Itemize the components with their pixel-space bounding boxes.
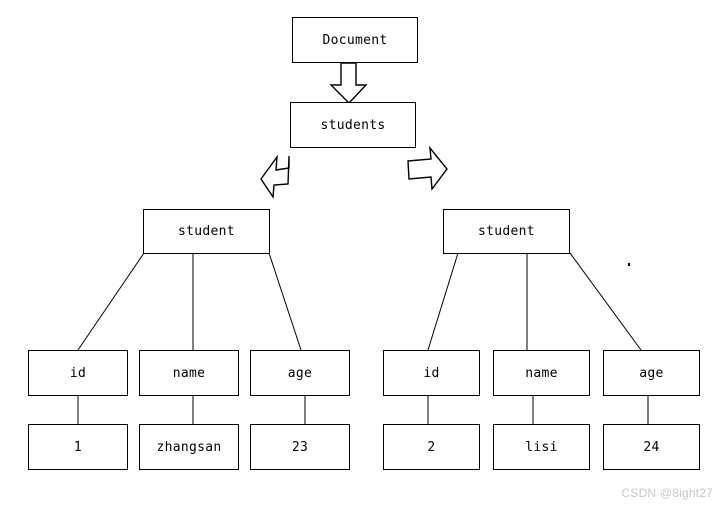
node-value-left-name-text: zhangsan [156, 439, 222, 455]
left-block-arrow [260, 154, 290, 200]
node-value-left-age: 23 [250, 424, 350, 470]
node-students: students [290, 102, 416, 148]
node-value-left-age-text: 23 [291, 439, 309, 455]
node-document: Document [292, 17, 418, 63]
node-student-right-label: student [478, 224, 535, 239]
node-students-label: students [320, 117, 386, 133]
node-value-right-name: lisi [493, 424, 590, 470]
node-value-right-name-text: lisi [525, 439, 558, 455]
down-block-arrow [329, 62, 368, 105]
watermark-label: CSDN @8ight27 [621, 486, 713, 500]
node-field-left-name-label: name [172, 365, 206, 381]
node-value-left-name: zhangsan [139, 424, 239, 470]
node-field-left-id-label: id [69, 365, 87, 381]
edge-left-student-to-id [77, 252, 145, 351]
node-student-left: student [143, 209, 270, 254]
node-student-left-label: student [178, 224, 235, 239]
edge-right-student-to-id [427, 252, 459, 351]
node-value-right-id-text: 2 [427, 439, 436, 455]
node-value-right-age-text: 24 [643, 439, 660, 455]
node-field-right-age-label: age [639, 365, 664, 381]
node-document-label: Document [322, 32, 388, 48]
node-field-right-id: id [383, 350, 480, 396]
node-field-right-age: age [603, 350, 700, 396]
edge-right-student-to-age [569, 252, 642, 351]
node-value-left-id: 1 [28, 424, 128, 470]
node-field-right-name-label: name [525, 365, 558, 381]
node-student-right: student [443, 209, 570, 254]
node-field-left-name: name [139, 350, 239, 396]
node-value-right-id: 2 [383, 424, 480, 470]
edge-left-student-to-age [268, 252, 302, 351]
node-field-right-name: name [493, 350, 590, 396]
node-value-right-age: 24 [603, 424, 700, 470]
node-field-left-age: age [250, 350, 350, 396]
node-field-right-id-label: id [423, 365, 440, 381]
ink-speck [628, 263, 630, 266]
node-field-left-id: id [28, 350, 128, 396]
node-field-left-age-label: age [287, 365, 313, 381]
right-block-arrow [407, 145, 448, 191]
node-value-left-id-text: 1 [73, 439, 83, 455]
